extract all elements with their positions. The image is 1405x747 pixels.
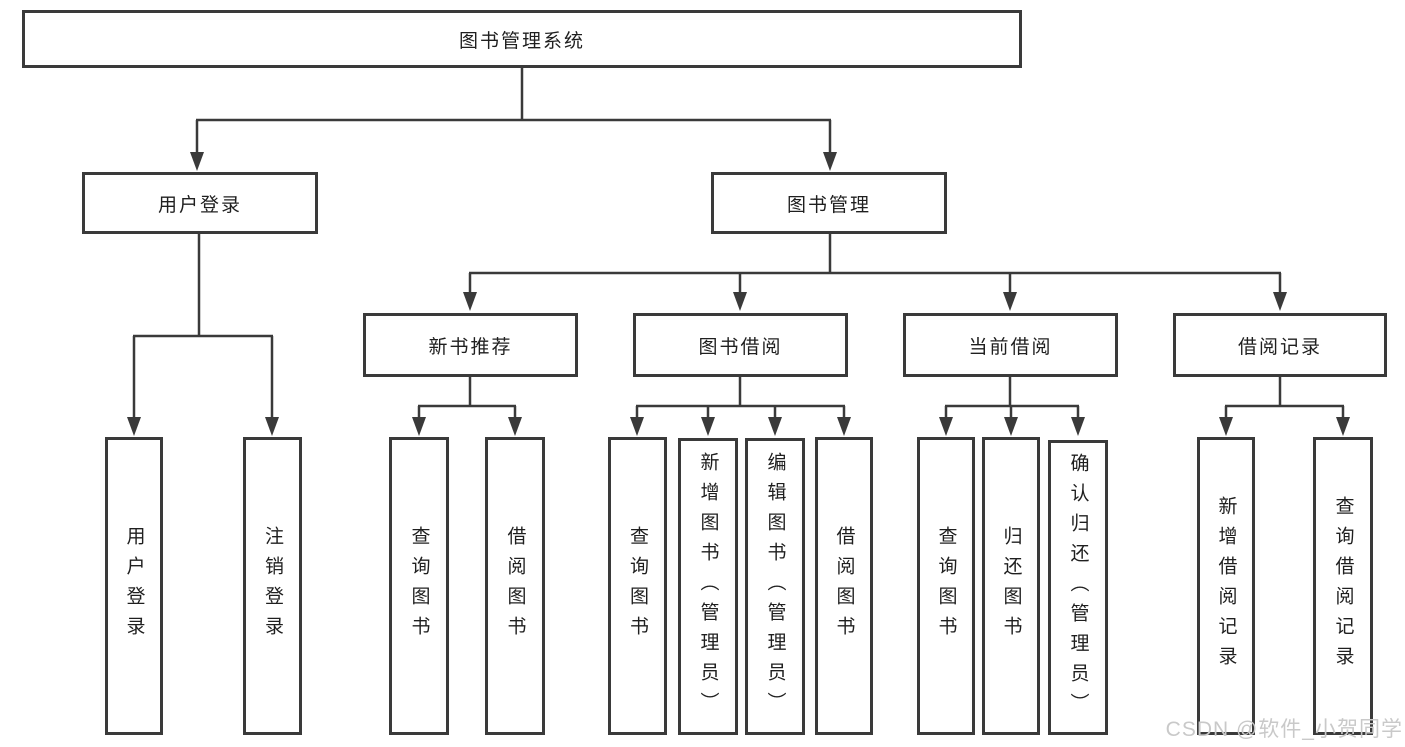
arrow-down-icon [1273,292,1287,311]
arrow-down-icon [1003,292,1017,311]
watermark: CSDN @软件_小贺同学 [1165,718,1403,741]
leaf-return-book: 归还图书 [982,437,1040,735]
arrow-down-icon [939,417,953,436]
leaf-borrow-books-recommend: 借阅图书 [485,437,545,735]
node-new-book-recommend: 新书推荐 [363,313,578,377]
leaf-logout-login: 注销登录 [243,437,302,735]
arrow-down-icon [837,417,851,436]
arrow-down-icon [463,292,477,311]
arrow-down-icon [733,292,747,311]
leaf-add-book-admin: 新增图书（管理员） [678,438,738,735]
connector-new-book-recommend-branch [417,377,517,419]
leaf-query-books-current: 查询图书 [917,437,975,735]
arrow-down-icon [508,417,522,436]
arrow-down-icon [1004,417,1018,436]
arrow-down-icon [412,417,426,436]
arrow-down-icon [823,152,837,171]
arrow-down-icon [1071,417,1085,436]
leaf-query-books-recommend: 查询图书 [389,437,449,735]
node-root: 图书管理系统 [22,10,1022,68]
arrow-down-icon [265,417,279,436]
leaf-user-login: 用户登录 [105,437,163,735]
arrow-down-icon [630,417,644,436]
arrow-down-icon [1336,417,1350,436]
leaf-add-borrow-record: 新增借阅记录 [1197,437,1255,735]
arrow-down-icon [190,152,204,171]
arrowheads [127,152,1350,436]
arrow-down-icon [768,417,782,436]
node-book-borrow: 图书借阅 [633,313,848,377]
connector-current-borrow-branch [944,377,1080,419]
node-borrow-records: 借阅记录 [1173,313,1387,377]
node-user-login: 用户登录 [82,172,318,234]
connector-user-login-branch [132,234,274,419]
leaf-confirm-return-admin: 确认归还（管理员） [1048,440,1108,735]
node-book-management: 图书管理 [711,172,947,234]
leaf-edit-book-admin: 编辑图书（管理员） [745,438,805,735]
arrow-down-icon [127,417,141,436]
node-current-borrow: 当前借阅 [903,313,1118,377]
arrow-down-icon [1219,417,1233,436]
connector-root-to-level2 [195,68,832,154]
leaf-query-books-borrow: 查询图书 [608,437,667,735]
arrow-down-icon [701,417,715,436]
connector-book-borrow-branch [635,377,846,419]
connector-book-management-branch [468,234,1282,294]
leaf-query-borrow-record: 查询借阅记录 [1313,437,1373,735]
connector-borrow-records-branch [1224,377,1345,419]
leaf-borrow-books-borrow: 借阅图书 [815,437,873,735]
